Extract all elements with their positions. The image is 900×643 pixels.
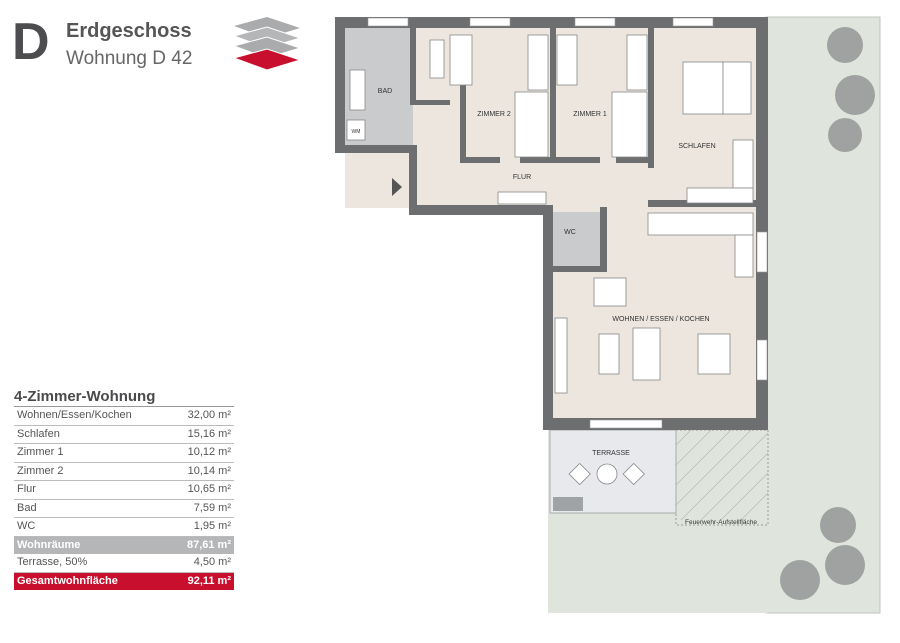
- room-label-zimmer1: ZIMMER 1: [573, 111, 607, 118]
- row-value: 7,59 m²: [193, 501, 231, 514]
- washing-machine-label: WM: [352, 129, 361, 135]
- row-label: Terrasse, 50%: [17, 556, 88, 568]
- room-label-flur: FLUR: [513, 174, 531, 181]
- table-row: WC 1,95 m²: [14, 518, 234, 537]
- row-label: Schlafen: [17, 427, 60, 440]
- row-value: 1,95 m²: [193, 520, 231, 532]
- fire-access-label: Feuerwehr-Aufstellfläche: [685, 519, 757, 526]
- entrance-arrow-icon: [392, 178, 402, 196]
- room-label-terrasse: TERRASSE: [592, 450, 630, 457]
- area-table-title: 4-Zimmer-Wohnung: [14, 388, 234, 407]
- row-value: 92,11 m²: [187, 574, 231, 587]
- row-label: Wohnen/Essen/Kochen: [17, 409, 132, 421]
- walls: [335, 17, 768, 430]
- subtotal-row: Wohnräume 87,61 m²: [14, 536, 234, 554]
- floor-layers-icon: [232, 17, 302, 71]
- table-row: Bad 7,59 m²: [14, 500, 234, 518]
- row-label: Flur: [17, 483, 36, 495]
- wc-floor: [553, 212, 603, 270]
- row-label: Wohnräume: [17, 538, 81, 551]
- room-label-schlafen: SCHLAFEN: [678, 143, 715, 150]
- windows: [367, 17, 768, 429]
- table-row: Zimmer 2 10,14 m²: [14, 463, 234, 481]
- building-letter: D: [12, 13, 50, 71]
- table-row: Schlafen 15,16 m²: [14, 426, 234, 444]
- row-value: 10,65 m²: [187, 483, 231, 495]
- table-row: Zimmer 1 10,12 m²: [14, 444, 234, 463]
- room-label-bad: BAD: [378, 88, 392, 95]
- area-table: 4-Zimmer-Wohnung Wohnen/Essen/Kochen 32,0…: [14, 388, 234, 590]
- row-value: 10,14 m²: [187, 464, 231, 477]
- row-value: 4,50 m²: [193, 556, 231, 568]
- row-label: Zimmer 2: [17, 464, 64, 477]
- room-label-zimmer2: ZIMMER 2: [477, 111, 511, 118]
- row-label: Bad: [17, 501, 37, 514]
- room-label-wohnen: WOHNEN / ESSEN / KOCHEN: [612, 316, 709, 323]
- fire-access-area: [675, 429, 769, 526]
- row-value: 87,61 m²: [186, 538, 231, 551]
- row-label: Zimmer 1: [17, 446, 64, 458]
- tree-icon: [553, 27, 875, 600]
- table-row: Wohnen/Essen/Kochen 32,00 m²: [14, 407, 234, 426]
- unit-title: Wohnung D 42: [66, 48, 193, 69]
- terrace-row: Terrasse, 50% 4,50 m²: [14, 554, 234, 573]
- row-label: Gesamtwohnfläche: [17, 574, 118, 587]
- row-value: 10,12 m²: [187, 446, 231, 458]
- total-row: Gesamtwohnfläche 92,11 m²: [14, 572, 234, 590]
- room-label-wc: WC: [564, 229, 576, 236]
- row-value: 32,00 m²: [187, 409, 231, 421]
- furniture: [346, 34, 754, 486]
- floor-title: Erdgeschoss: [66, 20, 192, 42]
- row-value: 15,16 m²: [187, 427, 231, 440]
- row-label: WC: [17, 520, 36, 532]
- table-row: Flur 10,65 m²: [14, 481, 234, 500]
